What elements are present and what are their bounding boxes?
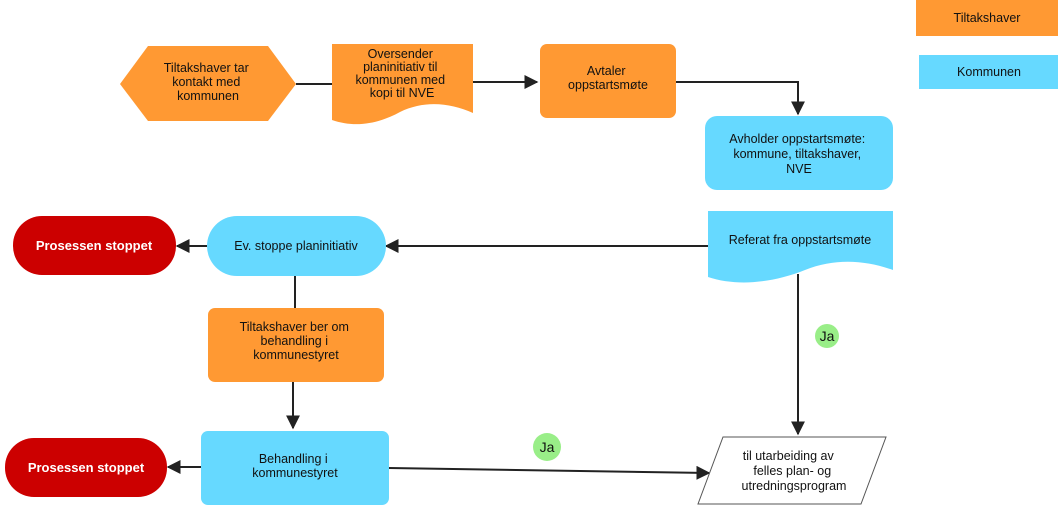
ja-label-right: Ja — [820, 328, 835, 344]
avtaler-line-1: Avtaler — [587, 64, 626, 78]
oversender-line-3: kommunen med — [355, 73, 445, 87]
start-label: Tiltakshaver tar kontakt med kommunen — [164, 61, 252, 103]
avholder-line-3: NVE — [786, 162, 812, 176]
start-line-1: Tiltakshaver tar — [164, 61, 249, 75]
avholder-line-2: kommune, tiltakshaver, — [733, 147, 861, 161]
utarbeiding-line-3: utredningsprogram — [742, 479, 847, 493]
stoppe-shape — [207, 216, 386, 276]
edge-label-ja-bottom: Ja — [533, 433, 561, 461]
behandling-line-1: Behandling i — [259, 452, 328, 466]
edges — [166, 75, 805, 480]
ber-shape — [208, 308, 384, 382]
utarbeiding-line-2: felles plan- og — [753, 464, 831, 478]
edge-label-ja-right: Ja — [815, 324, 839, 348]
ber-line-2: behandling i — [261, 334, 328, 348]
start-line-3: kommunen — [177, 89, 239, 103]
ber-label: Tiltakshaver ber om behandling i kommune… — [240, 320, 353, 362]
legend-swatch-kommunen — [919, 55, 1058, 89]
oversender-line-1: Oversender — [368, 47, 433, 61]
edge-avtaler-to-avholder — [676, 81, 805, 116]
legend-label-kommunen: Kommunen — [957, 65, 1021, 79]
node-stoppe: Ev. stoppe planinitiativ — [207, 216, 386, 276]
node-oversender: Oversender planinitiativ til kommunen me… — [332, 44, 473, 125]
ber-line-1: Tiltakshaver ber om — [240, 320, 349, 334]
node-avholder: Avholder oppstartsmøte: kommune, tiltaks… — [705, 116, 893, 190]
avtaler-label: Avtaler oppstartsmøte — [568, 64, 648, 92]
node-referat: Referat fra oppstartsmøte — [708, 211, 893, 283]
legend-label-tiltakshaver: Tiltakshaver — [954, 11, 1021, 25]
behandling-shape — [201, 431, 389, 505]
utarbeiding-line-1: til utarbeiding av — [743, 449, 835, 463]
node-start: Tiltakshaver tar kontakt med kommunen — [120, 46, 296, 121]
start-line-2: kontakt med — [172, 75, 240, 89]
oversender-label: Oversender planinitiativ til kommunen me… — [355, 47, 448, 100]
ja-badge-right — [815, 324, 839, 348]
referat-label: Referat fra oppstartsmøte — [729, 233, 871, 247]
legend: Tiltakshaver Kommunen — [916, 0, 1058, 89]
ja-badge-bottom — [533, 433, 561, 461]
node-avtaler: Avtaler oppstartsmøte — [540, 44, 676, 118]
stopp1-label: Prosessen stoppet — [36, 238, 153, 253]
ja-label-bottom: Ja — [540, 439, 555, 455]
utarbeiding-shape — [697, 436, 887, 505]
start-shape — [120, 46, 296, 121]
referat-shape — [708, 211, 893, 283]
legend-swatch-tiltakshaver — [916, 0, 1058, 36]
stopp1-shape — [13, 216, 176, 275]
behandling-label: Behandling i kommunestyret — [252, 452, 338, 480]
node-stopp2: Prosessen stoppet — [5, 438, 167, 497]
stopp2-label: Prosessen stoppet — [28, 460, 145, 475]
avholder-label: Avholder oppstartsmøte: kommune, tiltaks… — [729, 132, 868, 176]
avtaler-shape — [540, 44, 676, 118]
edge-behandling-to-utarbeiding — [388, 465, 711, 480]
node-ber: Tiltakshaver ber om behandling i kommune… — [208, 308, 384, 382]
node-behandling: Behandling i kommunestyret — [201, 431, 389, 505]
ber-line-3: kommunestyret — [253, 348, 339, 362]
behandling-line-2: kommunestyret — [252, 466, 338, 480]
oversender-line-4: kopi til NVE — [370, 86, 435, 100]
avtaler-line-2: oppstartsmøte — [568, 78, 648, 92]
avholder-shape — [705, 116, 893, 190]
oversender-line-2: planinitiativ til — [363, 60, 437, 74]
node-utarbeiding: til utarbeiding av felles plan- og utred… — [697, 436, 887, 505]
utarbeiding-label: til utarbeiding av felles plan- og utred… — [742, 449, 847, 493]
avholder-line-1: Avholder oppstartsmøte: — [729, 132, 865, 146]
stopp2-shape — [5, 438, 167, 497]
node-stopp1: Prosessen stoppet — [13, 216, 176, 275]
stoppe-label: Ev. stoppe planinitiativ — [234, 239, 358, 253]
oversender-shape — [332, 44, 473, 125]
